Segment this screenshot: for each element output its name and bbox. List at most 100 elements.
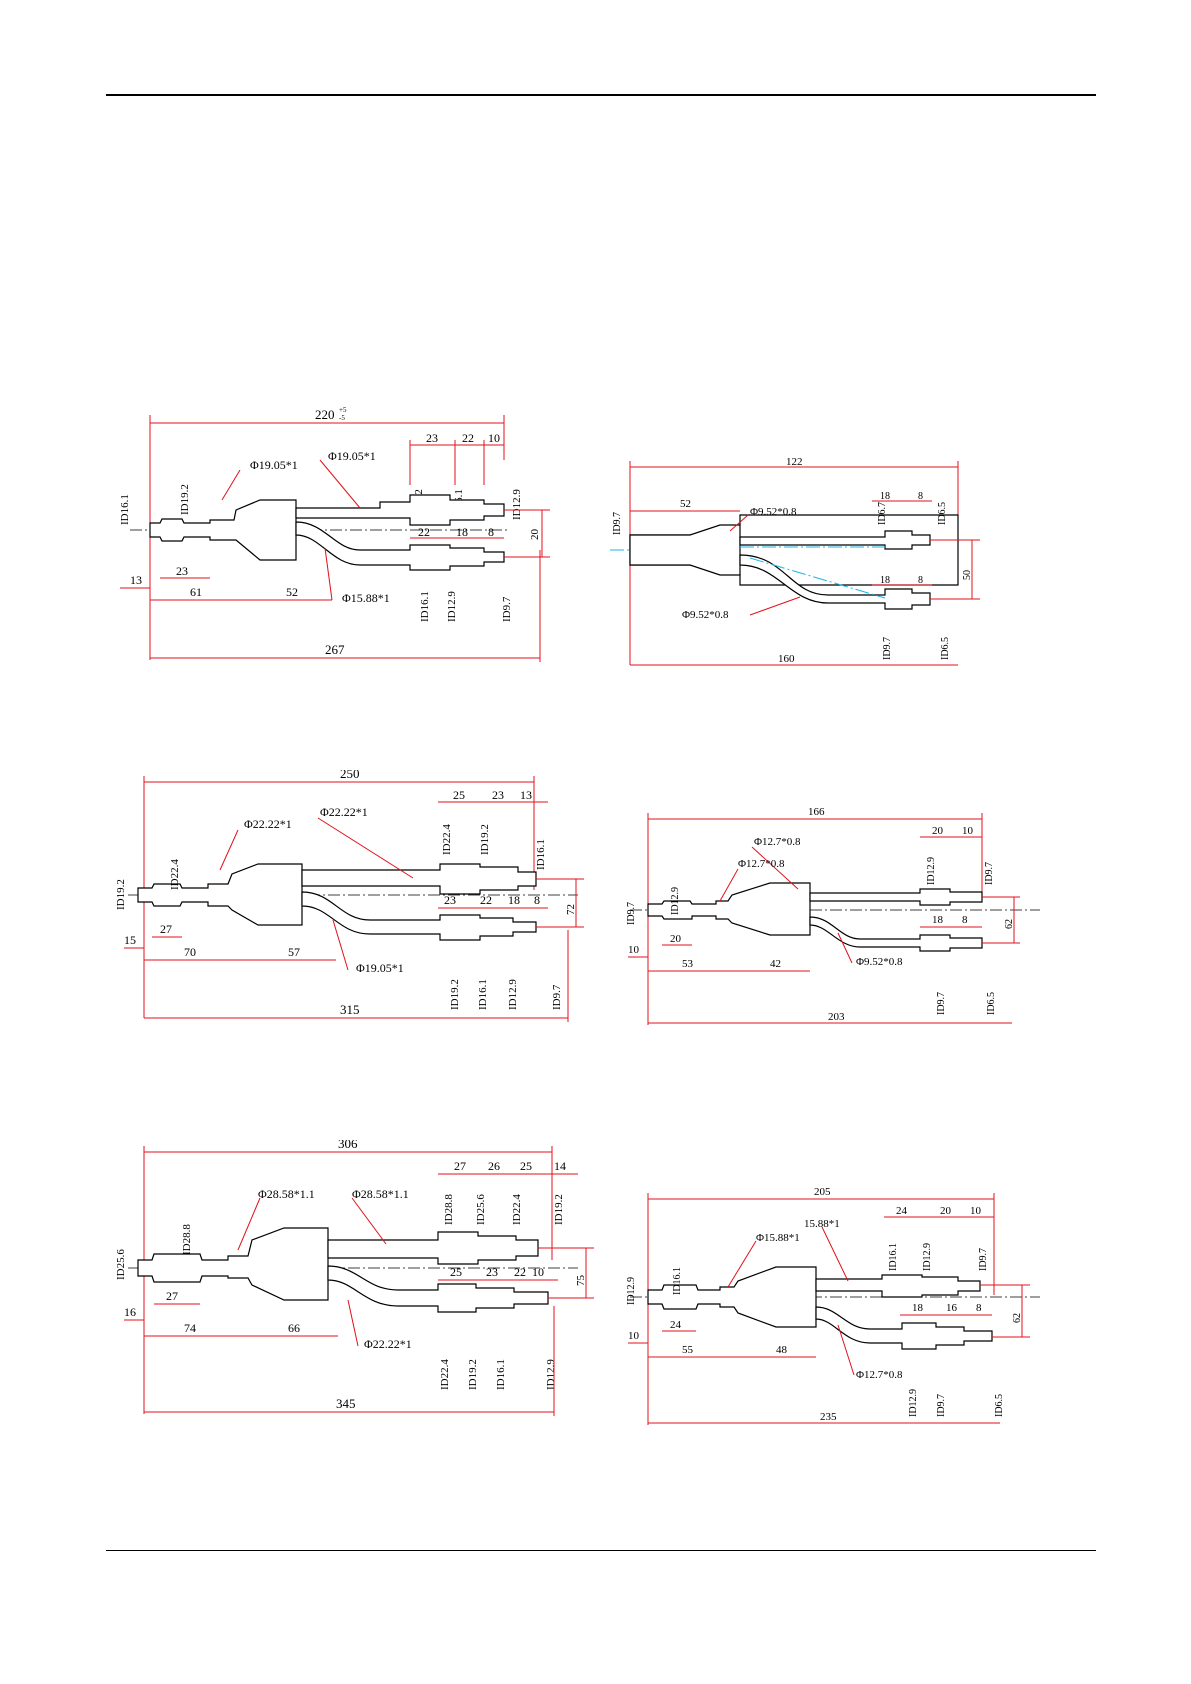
pipe-callout: Φ19.05*1	[356, 961, 404, 975]
left-dim: 24	[670, 1319, 682, 1331]
header-rule	[106, 94, 1096, 96]
lower-step-1: 18	[932, 914, 944, 926]
id-label: ID19.2	[467, 1359, 479, 1390]
upper-step-1: 27	[454, 1159, 466, 1173]
upper-step-3: 10	[970, 1205, 982, 1217]
id-label: ID16.1	[672, 1267, 683, 1295]
upper-step-3: 25	[520, 1159, 532, 1173]
upper-step-2: 22	[462, 431, 474, 445]
id-label: ID28.8	[443, 1194, 455, 1225]
offset-dim: 50	[962, 570, 973, 580]
lower-step-3: 8	[488, 525, 494, 539]
id-label: ID28.8	[181, 1224, 193, 1255]
upper-step-1: 23	[426, 431, 438, 445]
id-label: ID6.7	[877, 502, 888, 525]
lower-step-1: 22	[418, 525, 430, 539]
lower-step-2: 8	[918, 575, 923, 586]
id-label: ID25.6	[115, 1249, 127, 1280]
id-label: ID16.1	[535, 839, 547, 870]
upper-step-2: 10	[962, 825, 974, 837]
id-label: ID19.2	[449, 979, 461, 1010]
offset-dim: 62	[1004, 919, 1015, 929]
id-label: ID16.1	[495, 1359, 507, 1390]
lower-step-3: 8	[976, 1302, 982, 1314]
id-label: ID22.4	[511, 1194, 523, 1225]
upper-step-2: 23	[492, 788, 504, 802]
pipe-callout: 15.88*1	[804, 1218, 840, 1230]
y-joint-drawing-2: 122 52 ID9.7 ID6.7 ID6.5 ID9.7 ID6.5 18 …	[610, 456, 980, 666]
id-label: ID9.7	[882, 637, 893, 660]
id-label: ID25.6	[475, 1194, 487, 1225]
overall-top-dim: 306	[338, 1140, 358, 1151]
upper-step-3: 13	[520, 788, 532, 802]
id-label: ID19.2	[553, 1194, 565, 1225]
lower-step-1: 23	[444, 893, 456, 907]
id-label: ID16.1	[119, 494, 131, 525]
left-dim: 13	[130, 573, 142, 587]
lower-step-3: 22	[514, 1265, 526, 1279]
id-label: ID12.9	[908, 1389, 919, 1417]
offset-dim: 62	[1012, 1313, 1023, 1323]
overall-bottom-dim: 315	[340, 1002, 360, 1017]
id-label: ID12.9	[507, 979, 519, 1010]
overall-bottom-dim: 203	[828, 1011, 845, 1023]
id-label: ID6.5	[937, 502, 948, 525]
left-dim: 27	[160, 922, 172, 936]
upper-step-2: 8	[918, 491, 923, 502]
lower-step-1: 18	[880, 575, 890, 586]
id-label: ID9.7	[626, 902, 637, 925]
left-dim: 15	[124, 933, 136, 947]
id-label: ID12.9	[545, 1359, 557, 1390]
id-label: ID19.2	[179, 484, 191, 515]
id-label: ID19.2	[115, 879, 127, 910]
id-label: ID16.1	[477, 979, 489, 1010]
upper-step-2: 26	[488, 1159, 500, 1173]
lower-step-1: 25	[450, 1265, 462, 1279]
id-label: ID9.7	[551, 984, 563, 1010]
pipe-callout: Φ12.7*0.8	[738, 858, 785, 870]
pipe-callout: Φ28.58*1.1	[258, 1187, 315, 1201]
left-dim: 74	[184, 1321, 196, 1335]
pipe-callout: Φ9.52*0.8	[750, 506, 797, 518]
id-label: ID19.2	[479, 824, 491, 855]
upper-step-1: 18	[880, 491, 890, 502]
pipe-callout: Φ22.22*1	[364, 1337, 412, 1351]
lower-step-2: 8	[962, 914, 968, 926]
upper-step-2: 20	[940, 1205, 952, 1217]
overall-bottom-dim: 345	[336, 1396, 356, 1411]
left-dim: 10	[628, 1330, 640, 1342]
inlet-length-dim: 52	[680, 498, 691, 510]
id-label: ID12.9	[511, 489, 523, 520]
pipe-callout: Φ12.7*0.8	[754, 836, 801, 848]
pipe-callout: Φ28.58*1.1	[352, 1187, 409, 1201]
left-dim: 70	[184, 945, 196, 959]
upper-step-1: 24	[896, 1205, 908, 1217]
offset-dim: 20	[529, 529, 541, 541]
pipe-callout: Φ22.22*1	[244, 817, 292, 831]
id-label: ID12.9	[626, 1277, 637, 1305]
left-dim: 20	[670, 933, 682, 945]
overall-bottom-dim: 267	[325, 642, 345, 657]
y-joint-drawing-6: 205 24 20 10 ID12.9 ID16.1 ID16.1 ID12.9…	[626, 1186, 1040, 1425]
left-dim: 53	[682, 958, 694, 970]
id-label: ID12.9	[670, 887, 681, 915]
lower-step-2: 18	[456, 525, 468, 539]
left-dim: 23	[176, 564, 188, 578]
overall-top-dim: 250	[340, 770, 360, 781]
lower-step-4: 10	[532, 1265, 544, 1279]
y-joint-drawing-1: 220 +5-5 23 22 10 ID16.1 ID19.2 ID19.2 I…	[119, 406, 550, 662]
lower-step-1: 18	[912, 1302, 924, 1314]
overall-top-dim: 166	[808, 806, 825, 818]
id-label: ID16.1	[419, 591, 431, 622]
lower-step-3: 18	[508, 893, 520, 907]
offset-dim: 75	[575, 1275, 587, 1287]
left-dim: 57	[288, 945, 300, 959]
upper-step-1: 20	[932, 825, 944, 837]
id-label: ID12.9	[926, 857, 937, 885]
overall-bottom-dim: 160	[778, 653, 795, 665]
id-label: ID9.7	[984, 862, 995, 885]
id-label: ID22.4	[441, 824, 453, 855]
left-dim: 42	[770, 958, 781, 970]
left-dim: 66	[288, 1321, 300, 1335]
id-label: ID6.5	[940, 637, 951, 660]
